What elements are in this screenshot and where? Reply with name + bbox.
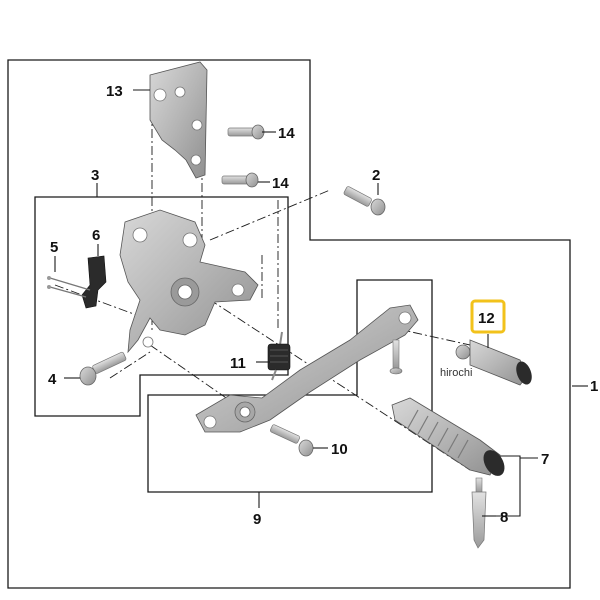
leader-lines [54,89,588,517]
bolt-14-lower [221,172,259,188]
callout-7: 7 [541,451,549,468]
watermark-text: hirochi [440,367,472,379]
shift-lever-9 [195,304,419,433]
callout-12: 12 [478,310,495,327]
footpeg-7 [391,397,505,476]
bolt-14-upper [227,124,265,140]
bolt-10 [270,424,314,457]
small-screw [389,339,403,375]
main-bracket-housing [119,209,259,354]
callout-2: 2 [372,167,380,184]
spring-11 [267,331,291,381]
callout-14-upper: 14 [278,125,295,142]
callout-9: 9 [253,511,261,528]
subassembly-frame-3 [34,196,289,417]
callout-8: 8 [500,509,508,526]
callout-14-lower: 14 [272,175,289,192]
bolt-2 [343,186,386,216]
footpeg-knob-12 [455,339,532,386]
callout-6: 6 [92,227,100,244]
bolt-4 [79,351,127,386]
callout-13: 13 [106,83,123,100]
pin-5 [47,276,91,298]
callout-10: 10 [331,441,348,458]
bracket-plate-13 [149,61,208,179]
callout-4: 4 [48,371,57,388]
assembly-frame-1 [7,59,571,589]
callout-1: 1 [590,378,598,395]
pin-8 [471,477,487,549]
callout-3: 3 [91,167,99,184]
callout-12-highlight [470,299,506,334]
clip-6 [81,255,107,309]
subassembly-frame-9 [147,279,433,493]
callout-5: 5 [50,239,58,256]
callout-11: 11 [230,355,246,372]
